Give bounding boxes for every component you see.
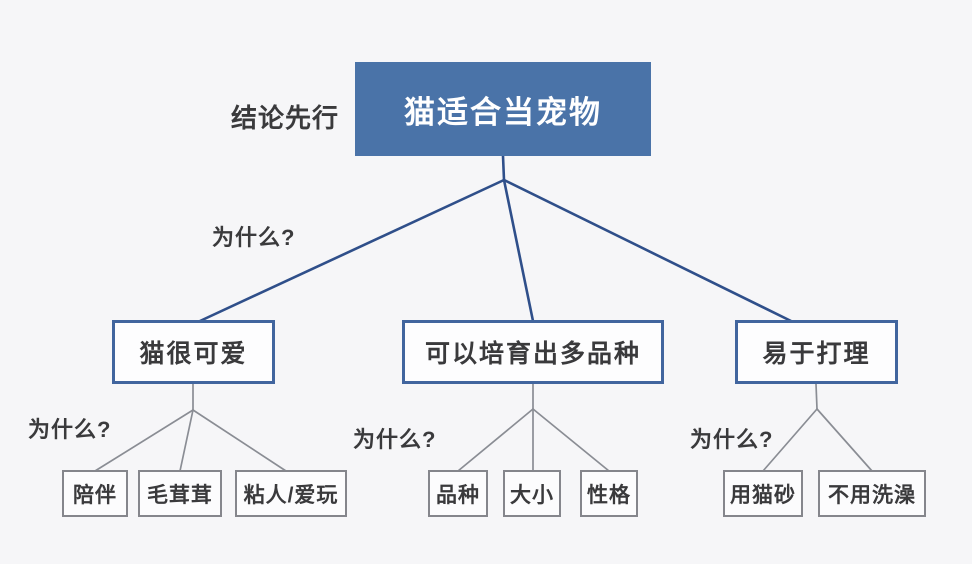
why-label-branch3: 为什么? (690, 427, 774, 452)
edge-branch3-to-leaf2 (816, 408, 873, 472)
edge-root-to-branch1 (198, 178, 506, 323)
leaf-node-companionship: 陪伴 (62, 470, 128, 517)
edge-branch1-to-leaf1 (94, 409, 194, 472)
edge-branch3-to-leaf1 (762, 408, 818, 472)
leaf-node-personality: 性格 (580, 470, 638, 517)
leaf-node-clingy-playful: 粘人/爱玩 (235, 470, 347, 517)
edge-root-to-branch3 (502, 178, 793, 323)
leaf-node-litter-box: 用猫砂 (723, 470, 803, 517)
edge-root-stem (501, 154, 506, 182)
conclusion-lead-label: 结论先行 (230, 102, 339, 133)
root-node: 猫适合当宠物 (355, 62, 651, 156)
edge-branch1-to-leaf3 (192, 409, 287, 472)
edge-root-to-branch2 (502, 178, 535, 323)
leaf-node-breed: 品种 (428, 470, 488, 517)
branch-node-easy-care: 易于打理 (735, 320, 898, 384)
leaf-node-no-bathing: 不用洗澡 (818, 470, 926, 517)
edge-branch2-to-leaf3 (532, 408, 610, 472)
why-label-branch2: 为什么? (353, 427, 437, 452)
why-label-branch1: 为什么? (28, 417, 112, 442)
branch-node-cute: 猫很可爱 (112, 320, 275, 384)
why-label-root: 为什么? (212, 225, 296, 250)
leaf-node-fluffy: 毛茸茸 (138, 470, 222, 517)
leaf-node-size: 大小 (503, 470, 561, 517)
edge-branch1-to-leaf2 (179, 409, 194, 472)
branch-node-breeds: 可以培育出多品种 (402, 320, 664, 384)
edge-branch3-stem (815, 383, 818, 410)
edge-branch2-to-leaf1 (457, 408, 534, 472)
